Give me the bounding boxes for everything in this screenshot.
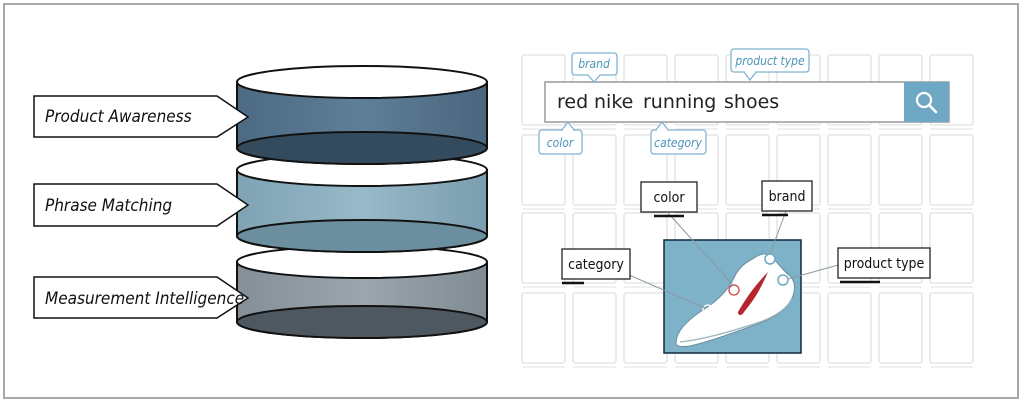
- search-icon: [915, 91, 938, 114]
- query-tag-text: category: [654, 136, 702, 150]
- grid-card: [572, 134, 617, 206]
- grid-card: [929, 212, 974, 284]
- layer-label-text: Product Awareness: [45, 107, 192, 127]
- query-tag-category: category: [650, 120, 707, 155]
- product-grid: [521, 54, 974, 368]
- cylinder-layer-phrase: [236, 153, 488, 253]
- query-tag-brand: brand: [571, 52, 618, 83]
- search-bar[interactable]: red nike running shoes: [544, 81, 950, 123]
- shoe-icon: [675, 253, 795, 348]
- grid-card: [929, 292, 974, 364]
- image-label-brand: brand: [761, 180, 813, 217]
- layer-label-text: Phrase Matching: [45, 196, 172, 216]
- grid-card: [725, 134, 770, 206]
- image-label-color: color: [640, 181, 698, 218]
- image-label-text: category: [568, 257, 624, 273]
- cylinder-layer-awareness: [236, 65, 488, 165]
- image-label-product-type: product type: [837, 247, 931, 284]
- layer-label-awareness: Product Awareness: [33, 95, 250, 138]
- connector-lines: [619, 210, 839, 309]
- image-label-text: color: [653, 190, 685, 206]
- grid-card: [929, 134, 974, 206]
- grid-card: [827, 292, 872, 364]
- product-image: [663, 239, 802, 354]
- layer-label-text: Measurement Intelligence: [45, 289, 244, 309]
- query-word-shoes: shoes: [724, 91, 779, 113]
- query-tag-product-type: product type: [730, 48, 810, 82]
- grid-card: [521, 212, 566, 284]
- query-word-nike: nike: [594, 91, 633, 113]
- query-tag-text: product type: [734, 54, 805, 68]
- query-word-running: running: [643, 91, 716, 113]
- grid-card: [623, 292, 668, 364]
- grid-card: [521, 292, 566, 364]
- image-label-category: category: [561, 248, 631, 285]
- cylinder-layer-measurement: [236, 245, 488, 339]
- layer-label-measurement: Measurement Intelligence: [33, 276, 250, 319]
- grid-card: [827, 134, 872, 206]
- image-label-text: brand: [769, 189, 806, 205]
- search-button[interactable]: [904, 82, 949, 122]
- layer-label-phrase: Phrase Matching: [33, 183, 250, 227]
- query-tag-text: color: [547, 136, 574, 150]
- query-tag-color: color: [538, 120, 583, 155]
- cylinder-stack: [236, 65, 488, 339]
- grid-card: [878, 134, 923, 206]
- image-label-text: product type: [844, 256, 925, 272]
- grid-card: [878, 292, 923, 364]
- grid-card: [572, 292, 617, 364]
- query-word-red: red: [557, 91, 588, 113]
- query-tag-text: brand: [578, 57, 610, 71]
